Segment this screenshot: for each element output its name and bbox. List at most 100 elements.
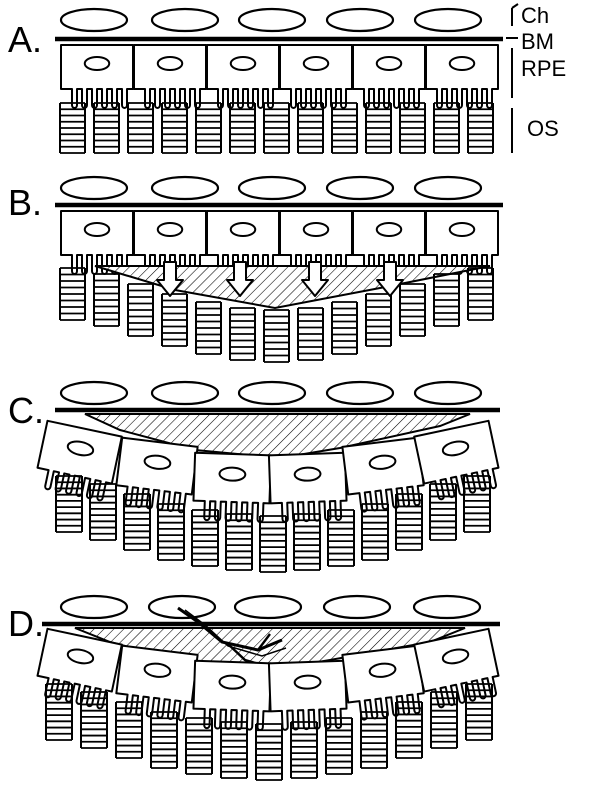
outer-segment [255,723,283,781]
rpe-cell-body [352,44,426,109]
layer-label-bruchs-membrane: BM [521,29,554,54]
outer-segment [259,515,287,573]
rpe-cell-body [267,659,348,731]
choroid-vessel [59,175,129,201]
outer-segment [45,683,73,741]
outer-segment-layer-d [45,683,493,781]
rpe-cell [425,210,499,275]
panel-label-a: A. [8,19,42,60]
rpe-cell-body [267,451,348,523]
outer-segment [293,513,321,571]
outer-segment [430,691,458,749]
rpe-cell [133,44,207,109]
rpe-cell [115,644,199,722]
rpe-cell [341,436,425,513]
arrow [226,261,254,297]
outer-segment [161,102,188,154]
rpe-cell [206,44,280,109]
outer-segment [225,513,253,571]
choroid-vessel [59,7,129,33]
layer-label-rpe: RPE [521,56,566,81]
outer-segment [467,102,494,154]
rpe-cell [192,659,273,731]
rpe-nucleus [218,674,247,690]
rpe-nucleus [143,454,172,470]
arrows-b [156,261,404,297]
outer-segment [191,509,219,567]
rpe-nucleus [448,221,476,237]
rpe-cell-body [341,436,425,513]
rpe-nucleus [143,662,172,678]
rpe-cell-body [60,210,134,275]
outer-segment [263,309,290,363]
outer-segment [361,503,389,561]
rpe-cell-body [206,44,280,109]
rpe-cell [425,44,499,109]
sub-rpe-deposit-b [94,265,491,310]
outer-segment [150,711,178,769]
choroid-vessel [325,380,395,406]
neovascular-vessel [177,606,287,668]
rpe-layer-a [60,44,499,109]
panel-label-c: C. [8,390,44,431]
rpe-cell-body [192,659,273,731]
outer-segment [220,721,248,779]
rpe-cell [341,644,425,721]
outer-segment [331,301,358,355]
rpe-cell [267,659,348,731]
layer-brackets [506,3,519,153]
rpe-nucleus [83,221,111,237]
outer-segment [185,717,213,775]
choroid-vessel [59,594,129,620]
outer-segment [465,683,493,741]
rpe-cell-body [425,44,499,109]
choroid-vessel [325,175,395,201]
choroid-layer-c [59,380,483,406]
rpe-nucleus [83,55,111,71]
rpe-cell [60,210,134,275]
outer-segment [290,721,318,779]
choroid-vessel [150,175,220,201]
rpe-nucleus [441,440,470,457]
rpe-cell [267,451,348,523]
outer-segment [157,503,185,561]
choroid-vessel [233,594,303,620]
layer-drawing [36,7,503,781]
outer-segment [365,102,392,154]
rpe-nucleus [218,466,247,482]
layer-label-choroid: Ch [521,3,549,28]
outer-segment [127,102,154,154]
choroid-vessel [147,594,217,620]
outer-segment [395,701,423,759]
choroid-vessel [150,7,220,33]
rpe-nucleus [302,221,330,237]
outer-segment [229,307,256,361]
choroid-vessel [237,7,307,33]
rpe-nucleus [156,221,184,237]
outer-segment [467,267,494,321]
rpe-cell [352,44,426,109]
rpe-cell-body [60,44,134,109]
outer-segment [360,711,388,769]
outer-segment [331,102,358,154]
arrow [376,261,404,297]
rpe-cell-body [192,451,273,523]
rpe-cell [413,627,500,709]
outer-segment [325,717,353,775]
rpe-nucleus [368,662,397,678]
outer-segment-layer-a [59,102,494,154]
rpe-cell [279,44,353,109]
rpe-cell-body [115,436,199,514]
rpe-nucleus [375,221,403,237]
outer-segment [89,483,117,541]
outer-segment [395,493,423,551]
outer-segment [399,283,426,337]
rpe-cell-body [341,644,425,721]
choroid-vessel [413,380,483,406]
panel-label-b: B. [8,182,42,223]
choroid-layer-a [59,7,483,33]
outer-segment [433,102,460,154]
choroid-vessel [413,175,483,201]
outer-segment [399,102,426,154]
